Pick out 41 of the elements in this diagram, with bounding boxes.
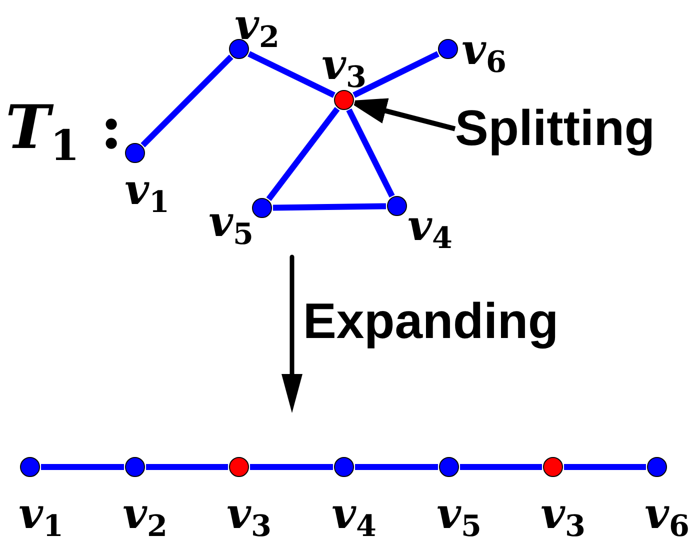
vertex-label: v$_{6}$ [462,29,506,71]
vertex-dot [125,143,145,163]
vertex-label: v$_{2}$ [234,4,280,46]
vertex-dot [20,457,40,477]
vertex-label: v$_{3}$ [322,44,366,86]
vertex-dot [438,39,458,59]
vertex-dot [229,457,249,477]
vertex-dot [543,457,563,477]
vertex-dot [647,457,667,477]
vertex-label: v$_{5}$ [208,201,254,243]
vertex-dot [387,196,407,216]
callout-text: Splitting [455,100,655,158]
arrow-label: Expanding [303,293,559,350]
graph-edge [272,203,386,211]
vertex-label: v$_{5}$ [436,493,482,535]
vertex-label: v$_{1}$ [124,169,170,211]
graph-edge [146,464,228,470]
vertex-label: v$_{4}$ [408,205,452,247]
vertex-label: v$_{3}$ [226,493,272,535]
graph-edge [460,464,542,470]
graph-edge [352,51,440,98]
graph-edge [355,464,438,470]
graph-edge [250,464,333,470]
vertex-label: v$_{1}$ [18,493,64,535]
vertex-label: v$_{3}$ [540,493,586,535]
vertex-dot [439,457,459,477]
graph-edge [140,54,234,148]
graph-edge [346,108,395,198]
vertex-dot [125,457,145,477]
graph-name-label: T$_{1}$ : [6,98,122,158]
vertex-dot [252,198,272,218]
graph-edge [248,51,336,98]
graph-edge [266,106,340,202]
vertex-label: v$_{4}$ [332,493,376,535]
graph-edge [41,464,124,470]
vertex-dot [229,39,249,59]
graph-edge [564,464,646,470]
vertex-dot [334,90,354,110]
vertex-label: v$_{2}$ [122,493,168,535]
vertex-label: v$_{6}$ [644,493,690,535]
vertex-dot [334,457,354,477]
